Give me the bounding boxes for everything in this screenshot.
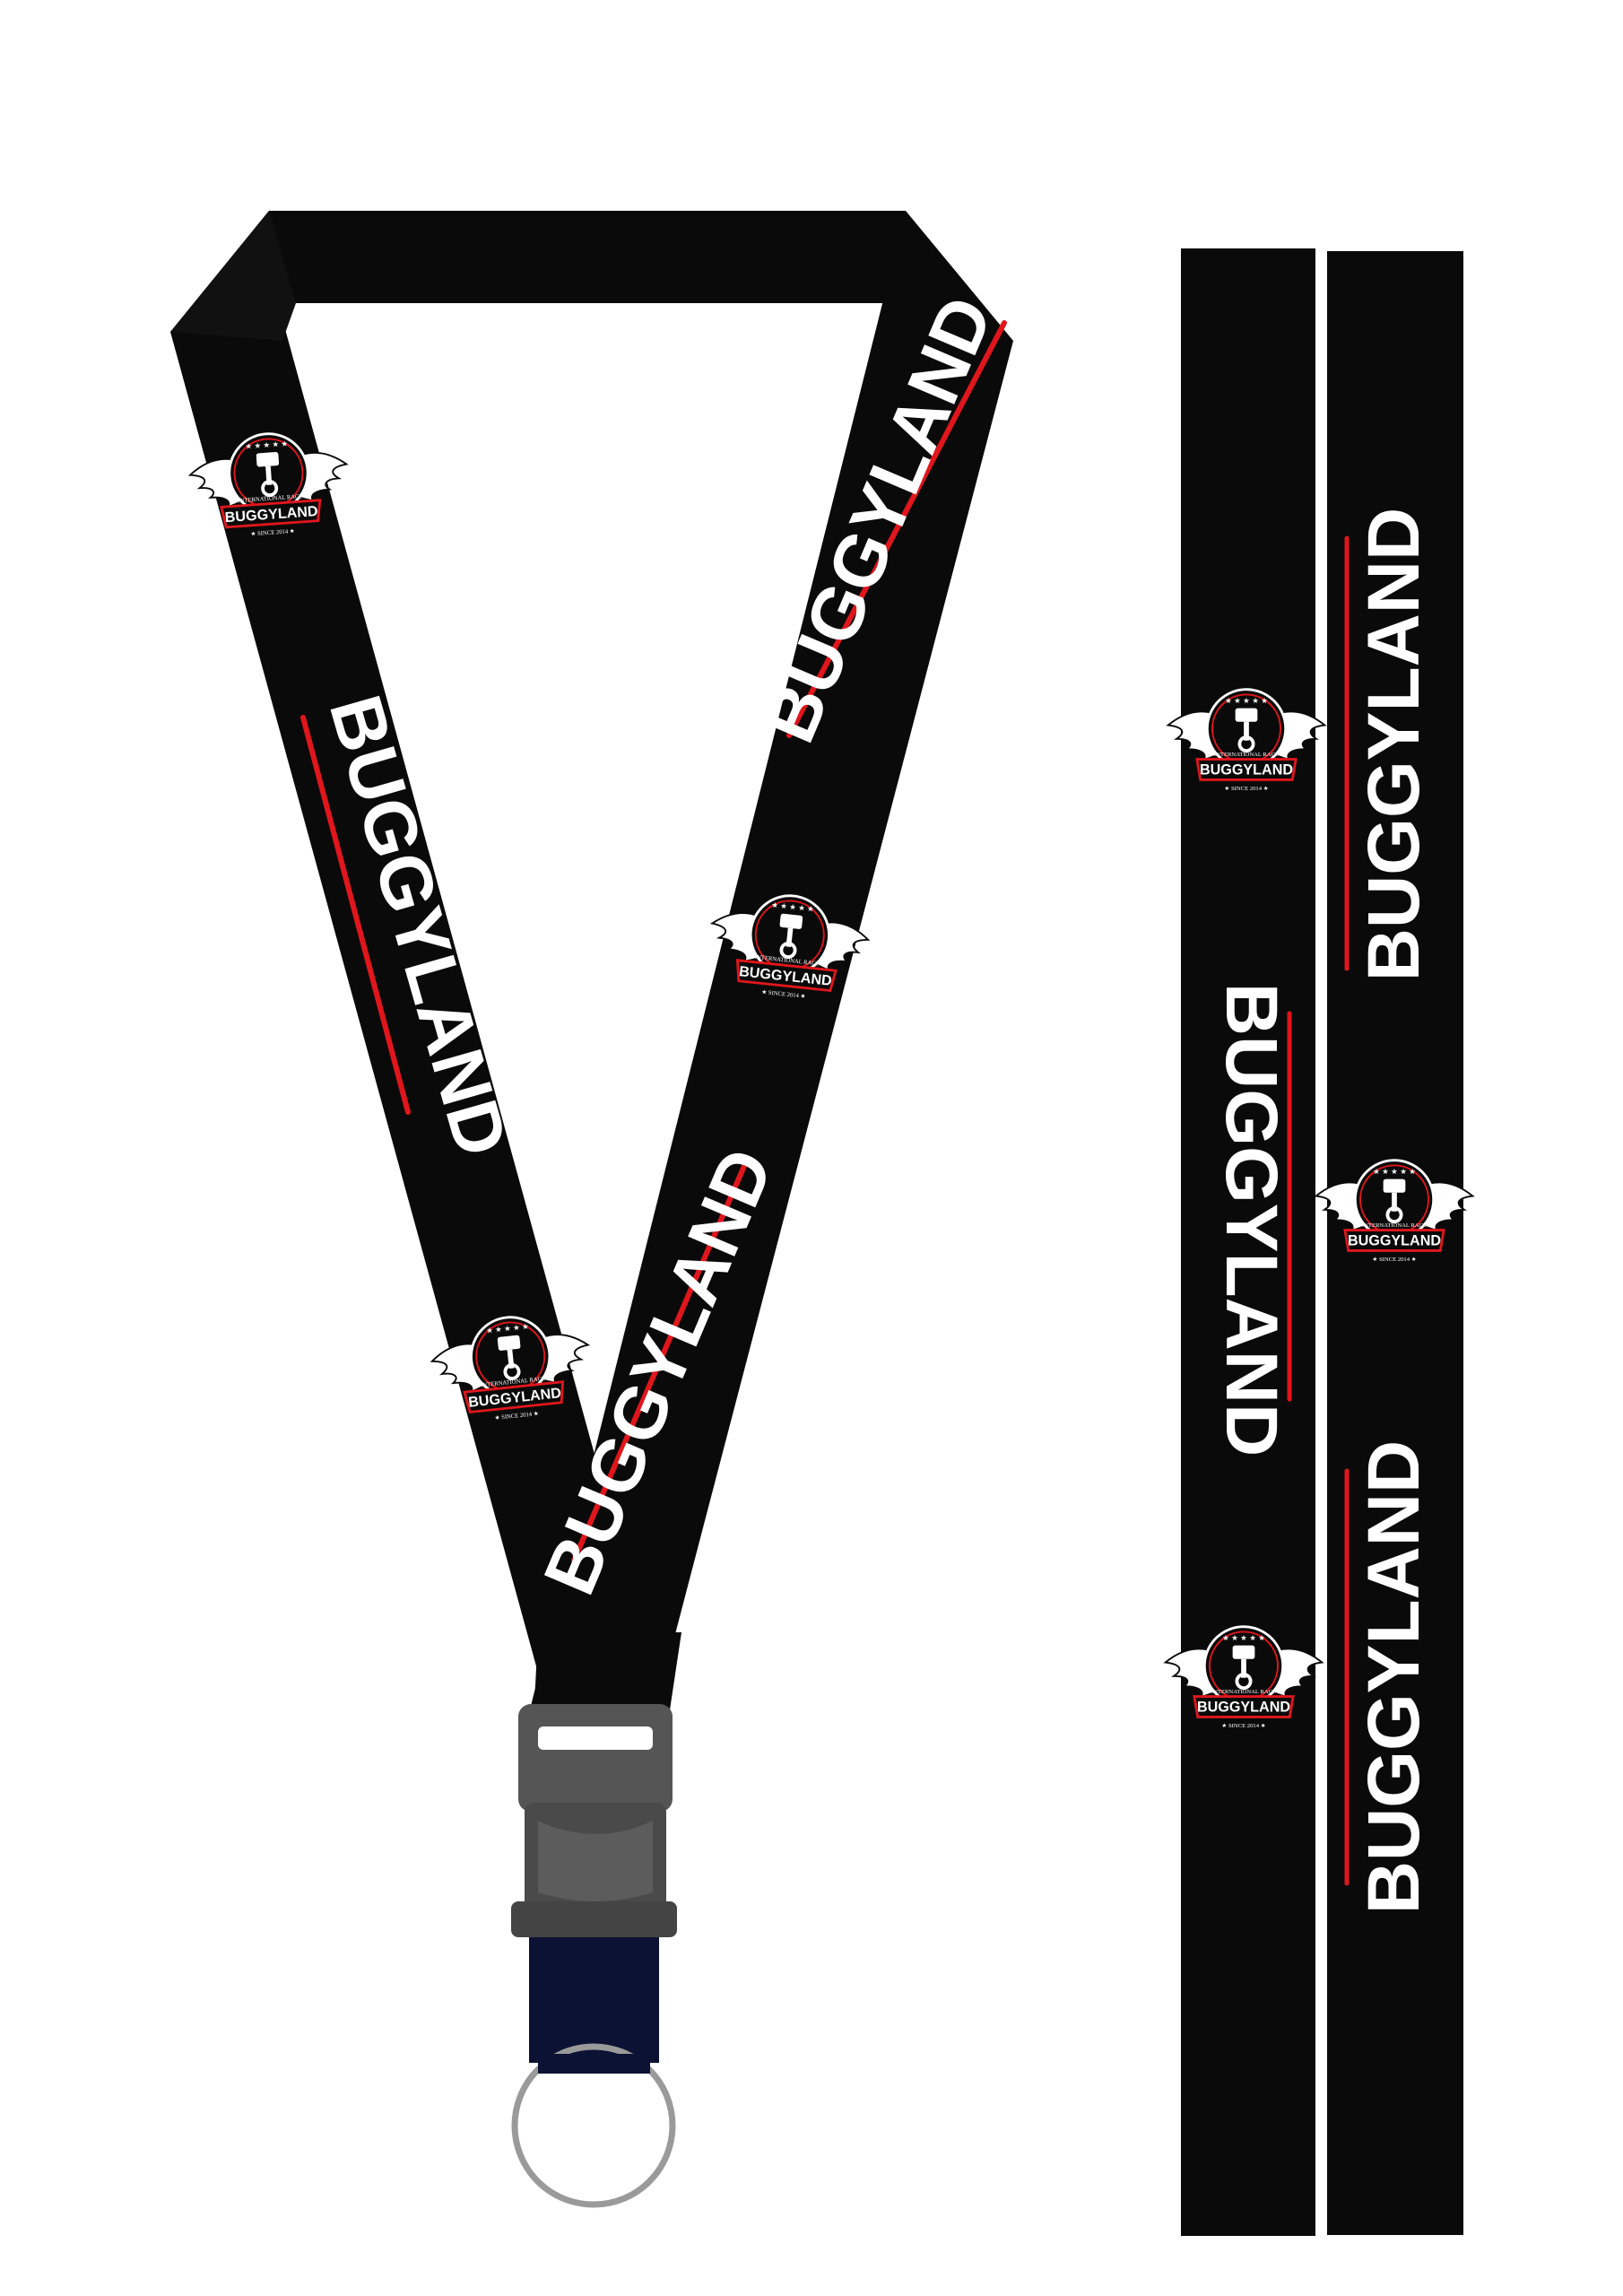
wordmark-strip-right-top: BUGGYLAND [1353,508,1435,981]
wordmark-strip-left: BUGGYLAND [1211,983,1292,1457]
flat-strip-left [1181,248,1315,2236]
svg-text:★ SINCE 2014 ★: ★ SINCE 2014 ★ [250,527,295,537]
svg-text:BUGGYLAND: BUGGYLAND [1348,1233,1441,1249]
accent-stripe [786,320,1007,738]
svg-text:★ SINCE 2014 ★: ★ SINCE 2014 ★ [1372,1256,1416,1263]
svg-text:★ SINCE 2014 ★: ★ SINCE 2014 ★ [1221,1722,1265,1729]
badge-logo: INTERNATIONAL RACE BUGGYLAND ★ SINCE 201… [1163,1624,1324,1729]
svg-text:INTERNATIONAL RACE: INTERNATIONAL RACE [1362,1222,1427,1229]
badge-logo: INTERNATIONAL RACE BUGGYLAND ★ SINCE 201… [1314,1158,1475,1263]
wordmark-strip-right-bottom: BUGGYLAND [1353,1440,1435,1914]
svg-text:★ SINCE 2014 ★: ★ SINCE 2014 ★ [1224,785,1268,792]
svg-text:BUGGYLAND: BUGGYLAND [1200,762,1293,778]
key-ring [511,2043,676,2208]
fabric-tab [529,1937,659,2063]
svg-text:INTERNATIONAL RACE: INTERNATIONAL RACE [1214,752,1279,758]
badge-logo: INTERNATIONAL RACE BUGGYLAND ★ SINCE 201… [1166,687,1327,792]
buckle [511,1704,677,1937]
svg-text:BUGGYLAND: BUGGYLAND [1197,1700,1290,1716]
accent-stripe [300,715,411,1115]
badge-logo: INTERNATIONAL RACE BUGGYLAND ★ SINCE 201… [186,426,352,537]
accent-stripe [571,1163,747,1563]
svg-text:INTERNATIONAL RACE: INTERNATIONAL RACE [1211,1689,1276,1695]
